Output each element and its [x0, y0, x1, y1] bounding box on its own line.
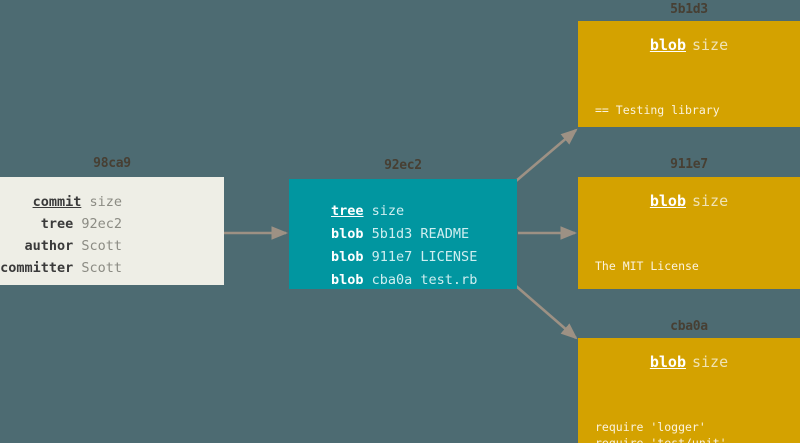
commit-field-value: Scott [81, 260, 122, 276]
tree-object-box[interactable]: tree size blob 5b1d3 README blob 911e7 L… [289, 179, 517, 289]
blob-license-hash-label: 911e7 [670, 157, 708, 172]
blob-type-label: blob [649, 36, 686, 54]
blob-license-content: The MIT License Copyright (c) 2008 Scott… [578, 226, 800, 289]
blob-readme-content: == Testing library This library is used … [578, 70, 800, 127]
blob-license-box[interactable]: blob size The MIT License Copyright (c) 2… [578, 177, 800, 289]
commit-object-box[interactable]: commit size tree 92ec2 author Scott comm… [0, 177, 224, 285]
blob-size-label: size [692, 36, 729, 54]
commit-row: author Scott [0, 235, 122, 257]
commit-row: tree 92ec2 [0, 213, 122, 235]
tree-entry-value: 5b1d3 README [371, 226, 470, 242]
commit-row: commit size [0, 191, 122, 213]
commit-row: committer Scott [0, 257, 122, 279]
blob-testrb-header: blob size [578, 353, 800, 371]
blob-license-header: blob size [578, 192, 800, 210]
blob-size-label: size [692, 353, 729, 371]
commit-hash-label: 98ca9 [93, 156, 131, 171]
commit-field-key: tree [40, 216, 74, 232]
blob-testrb-box[interactable]: blob size require 'logger' require 'test/… [578, 338, 800, 443]
tree-entry-type: blob [331, 272, 364, 288]
blob-readme-header: blob size [578, 36, 800, 54]
tree-row: blob cba0a test.rb [331, 269, 517, 289]
blob-readme-box[interactable]: blob size == Testing library This library… [578, 21, 800, 127]
blob-paragraph: == Testing library [595, 103, 720, 117]
blob-testrb-hash-label: cba0a [670, 319, 708, 334]
commit-field-list: commit size tree 92ec2 author Scott comm… [0, 191, 224, 279]
tree-entry-value: cba0a test.rb [371, 272, 478, 288]
blob-size-label: size [692, 192, 729, 210]
blob-type-label: blob [649, 353, 686, 371]
blob-paragraph: The MIT License [595, 259, 699, 273]
blob-type-label: blob [649, 192, 686, 210]
tree-row: blob 5b1d3 README [331, 223, 517, 246]
commit-field-key: author [24, 238, 74, 254]
tree-row: tree size [331, 200, 517, 223]
arrow-tree-to-blob-testrb [515, 285, 578, 340]
commit-field-value: size [89, 194, 122, 210]
commit-field-value: Scott [81, 238, 122, 254]
tree-entry-type: tree [331, 203, 364, 219]
blob-testrb-content: require 'logger' require 'test/unit' cla… [578, 387, 800, 443]
blob-readme-hash-label: 5b1d3 [670, 2, 708, 17]
tree-hash-label: 92ec2 [384, 158, 422, 173]
arrow-tree-to-blob-readme [515, 128, 578, 182]
tree-entry-list: tree size blob 5b1d3 README blob 911e7 L… [289, 200, 517, 289]
commit-field-key: commit [32, 194, 82, 210]
tree-row: blob 911e7 LICENSE [331, 246, 517, 269]
blob-paragraph: require 'logger' require 'test/unit' [595, 420, 727, 443]
tree-entry-type: blob [331, 249, 364, 265]
commit-field-key: committer [0, 260, 74, 276]
commit-field-value: 92ec2 [81, 216, 122, 232]
tree-entry-type: blob [331, 226, 364, 242]
tree-entry-value: 911e7 LICENSE [371, 249, 478, 265]
tree-entry-value: size [371, 203, 405, 219]
